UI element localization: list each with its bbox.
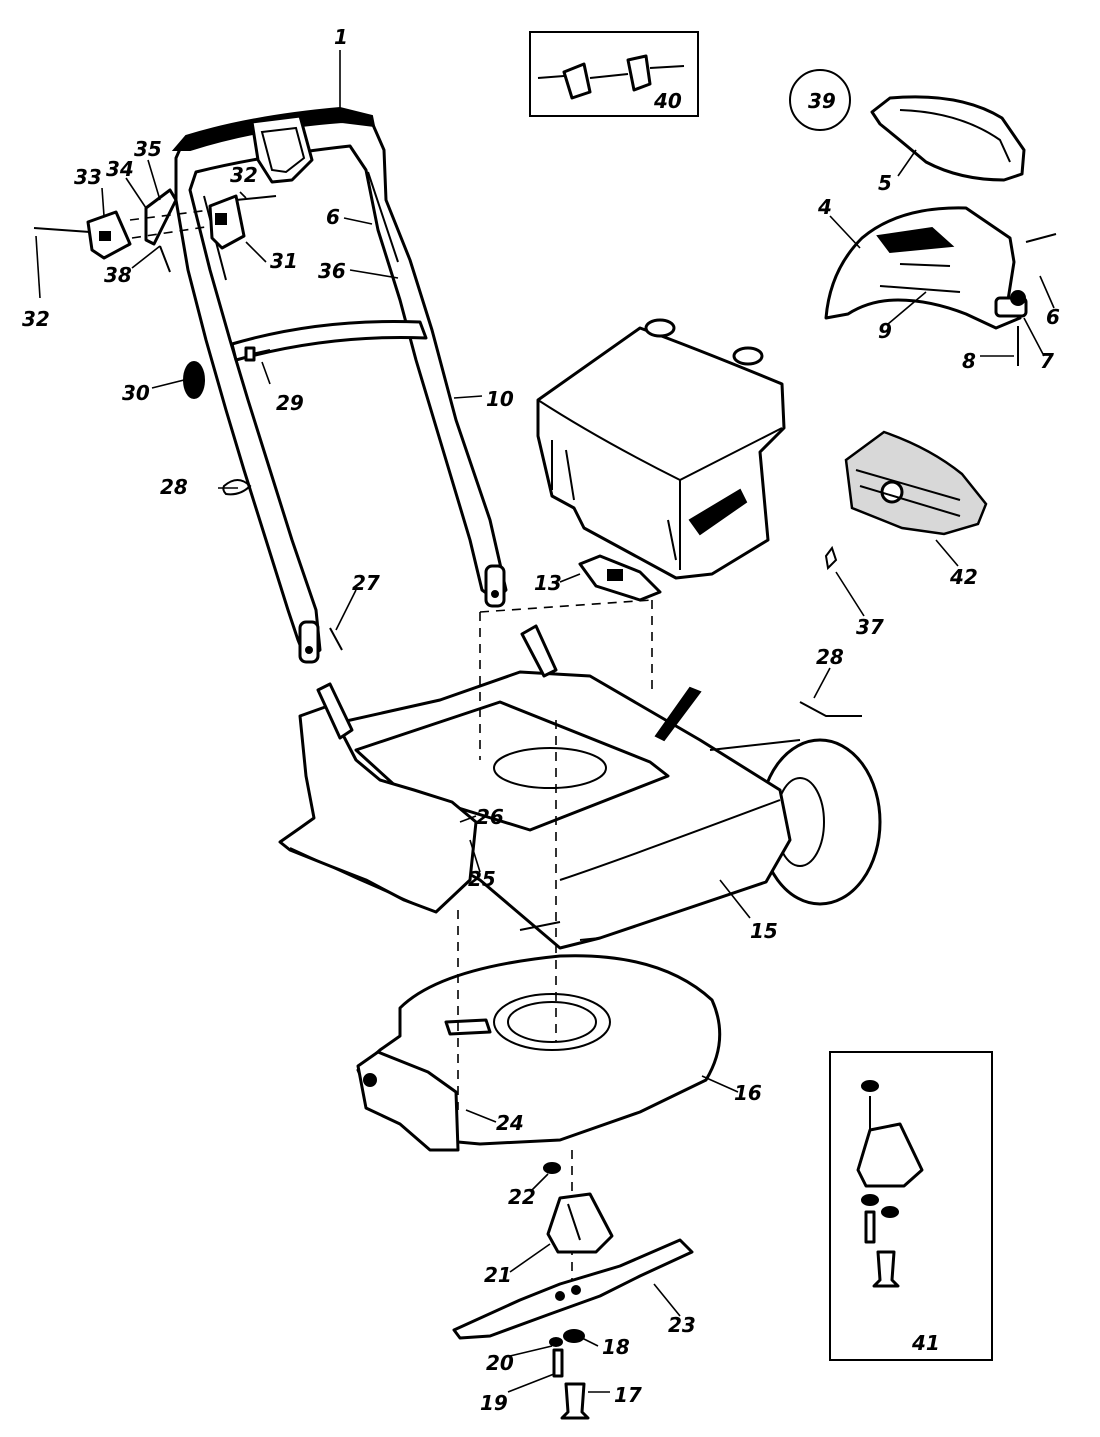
bolt-17 xyxy=(560,1382,590,1420)
alignment-lines xyxy=(457,599,653,1300)
callout-35: 35 xyxy=(134,137,162,161)
callout-15: 15 xyxy=(750,919,778,943)
washer-18 xyxy=(563,1329,585,1343)
callout-13: 13 xyxy=(534,571,562,595)
callout-39: 39 xyxy=(808,89,836,113)
handle-end-right xyxy=(484,564,506,608)
clip-37 xyxy=(824,545,838,571)
callout-22: 22 xyxy=(508,1185,536,1209)
callout-7: 7 xyxy=(1040,349,1054,373)
callout-33: 33 xyxy=(74,165,102,189)
part-13 xyxy=(578,554,662,602)
callout-4: 4 xyxy=(817,195,832,219)
callout-31: 31 xyxy=(270,249,298,273)
callout-1: 1 xyxy=(334,25,348,49)
callout-25: 25 xyxy=(468,867,496,891)
handle-knob-30 xyxy=(183,361,205,399)
engine-cap-left xyxy=(644,318,676,338)
bolt-19 xyxy=(552,1348,564,1378)
callout-30: 30 xyxy=(122,381,150,405)
callout-28-cable: 28 xyxy=(816,645,844,669)
part-5-cover xyxy=(870,95,1026,182)
callout-10: 10 xyxy=(486,387,514,411)
muffler-shield xyxy=(844,430,988,536)
callout-40: 40 xyxy=(653,89,682,113)
callout-32-left: 32 xyxy=(22,307,50,331)
handle-end-left xyxy=(298,620,320,664)
cable-clip-28 xyxy=(222,479,252,496)
handle-upper xyxy=(174,110,508,662)
callout-28-handle: 28 xyxy=(160,475,188,499)
mower-deck xyxy=(278,624,882,950)
callout-21: 21 xyxy=(484,1263,512,1287)
callout-37: 37 xyxy=(856,615,884,639)
handle-cross-bar xyxy=(230,319,428,362)
callout-8: 8 xyxy=(962,349,976,373)
callout-41: 41 xyxy=(911,1331,940,1355)
handle-assembly xyxy=(171,106,508,664)
engine-body xyxy=(536,326,786,580)
callout-34: 34 xyxy=(106,157,134,181)
inset-box-40 xyxy=(529,31,699,117)
muffler-42 xyxy=(844,430,988,536)
callout-24: 24 xyxy=(496,1111,524,1135)
switch-bracket xyxy=(144,188,178,246)
blade-adapter-21 xyxy=(546,1192,614,1254)
callout-17: 17 xyxy=(614,1383,642,1407)
washer-20 xyxy=(549,1337,563,1347)
callout-9: 9 xyxy=(878,319,892,343)
callout-6-right: 6 xyxy=(1046,305,1060,329)
engine xyxy=(536,318,786,580)
callout-16: 16 xyxy=(734,1081,762,1105)
callout-23: 23 xyxy=(668,1313,696,1337)
washer-22 xyxy=(543,1162,561,1174)
callout-26: 26 xyxy=(476,805,504,829)
engine-cap-right xyxy=(732,346,764,366)
deck-shell-chute xyxy=(356,1050,460,1152)
callout-36: 36 xyxy=(318,259,346,283)
callout-38: 38 xyxy=(104,263,132,287)
callout-42: 42 xyxy=(949,565,978,589)
callout-29: 29 xyxy=(276,391,304,415)
callout-19: 19 xyxy=(480,1391,508,1415)
callout-27: 27 xyxy=(352,571,380,595)
bolt-29 xyxy=(244,346,256,362)
callout-5: 5 xyxy=(878,171,892,195)
switch-box-assembly xyxy=(33,188,277,273)
inset-box-41 xyxy=(829,1051,993,1361)
blade-assembly xyxy=(452,1162,694,1420)
callout-6-handle: 6 xyxy=(326,205,340,229)
callout-18: 18 xyxy=(602,1335,630,1359)
deck-shell-16 xyxy=(356,954,722,1152)
callout-32-top: 32 xyxy=(230,163,258,187)
part-39-group xyxy=(789,69,1057,366)
callout-labels: 1 4 5 6 6 7 8 9 10 13 15 16 17 18 19 20 … xyxy=(22,25,1060,1415)
callout-20: 20 xyxy=(486,1351,514,1375)
leader-lines xyxy=(35,50,1055,1393)
handle-knob-parts xyxy=(183,346,343,651)
part-4-bracket xyxy=(824,206,1022,330)
